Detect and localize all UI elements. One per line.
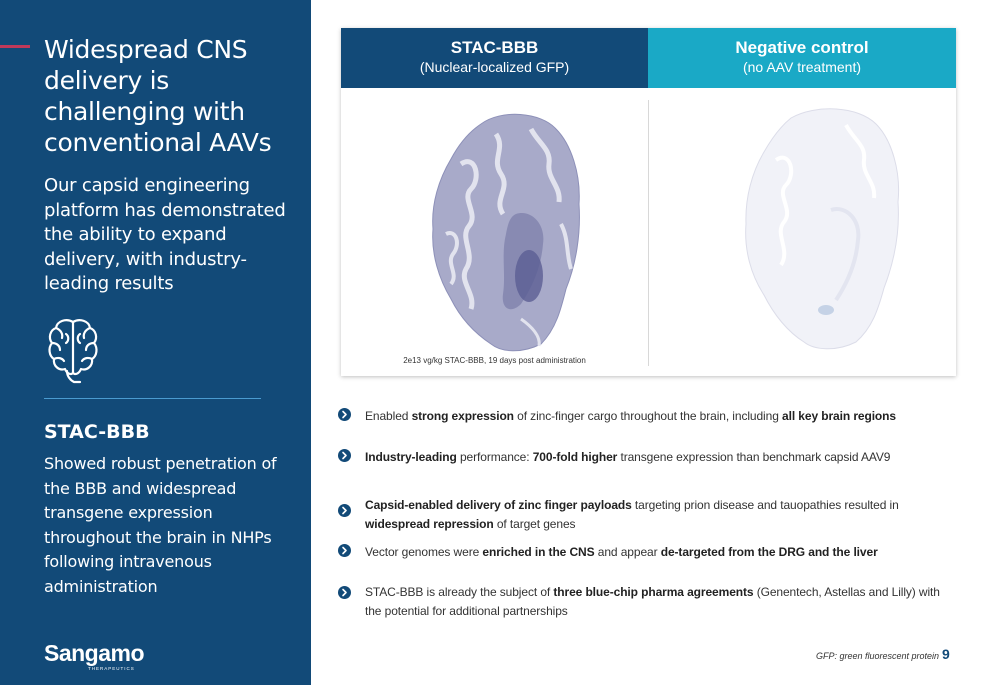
sidebar-heading: STAC-BBB (44, 421, 150, 443)
column-title-negative-control: Negative control (735, 38, 869, 57)
column-subtitle-stac-bbb: (Nuclear-localized GFP) (419, 59, 570, 75)
column-title-stac-bbb: STAC-BBB (450, 38, 539, 57)
chevron-right-icon (338, 544, 351, 557)
chevron-right-icon (338, 449, 351, 462)
bullet-text: Vector genomes were enriched in the CNS … (365, 545, 878, 559)
chevron-right-icon (338, 504, 351, 517)
sidebar: Widespread CNS delivery is challenging w… (0, 0, 311, 685)
logo-tagline: THERAPEUTICS (88, 666, 135, 671)
column-header-stac-bbb: STAC-BBB (Nuclear-localized GFP) (341, 28, 648, 88)
brain-section-negative-control (745, 108, 900, 350)
column-subtitle-negative-control: (no AAV treatment) (742, 59, 861, 75)
page-title: Widespread CNS delivery is challenging w… (44, 35, 272, 157)
chevron-right-icon (338, 408, 351, 421)
bullet-text: Enabled strong expression of zinc-finger… (365, 409, 896, 423)
image-caption: 2e13 vg/kg STAC-BBB, 19 days post admini… (403, 356, 586, 365)
sangamo-logo: Sangamo THERAPEUTICS (44, 640, 145, 671)
panel-divider (648, 100, 649, 366)
sidebar-body: Showed robust penetration of the BBB and… (44, 454, 277, 596)
bullet-text: Capsid-enabled delivery of zinc finger p… (365, 498, 899, 531)
bullet-text: Industry-leading performance: 700-fold h… (365, 450, 891, 464)
sidebar-divider (44, 398, 261, 399)
brain-section-stac-bbb (432, 113, 580, 352)
accent-line (0, 45, 30, 48)
column-header-negative-control: Negative control (no AAV treatment) (648, 28, 956, 88)
brain-icon (48, 319, 98, 384)
bullet-text: STAC-BBB is already the subject of three… (365, 585, 940, 618)
page-number: 9 (942, 646, 950, 662)
logo-wordmark: Sangamo (44, 640, 145, 666)
comparison-panel: STAC-BBB (Nuclear-localized GFP) Negativ… (341, 28, 956, 376)
footnote: GFP: green fluorescent protein (816, 651, 940, 661)
page-subtitle: Our capsid engineering platform has demo… (44, 175, 286, 294)
chevron-right-icon (338, 586, 351, 599)
